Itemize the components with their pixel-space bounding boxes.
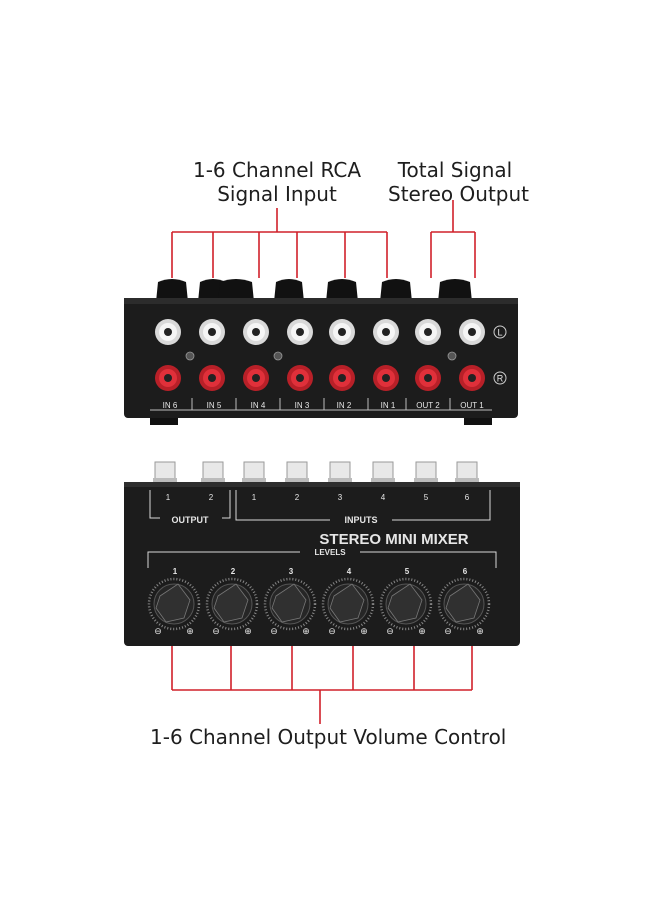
input-callout-line1: 1-6 Channel RCA — [192, 158, 362, 182]
knob-number-1: 1 — [173, 567, 178, 576]
input-number-3: 3 — [338, 493, 343, 502]
input-number-2: 2 — [295, 493, 300, 502]
input-number-5: 5 — [424, 493, 429, 502]
left-channel-mark: L — [497, 328, 502, 338]
volume-callout: 1-6 Channel Output Volume Control — [150, 725, 507, 749]
mixer-title: STEREO MINI MIXER — [319, 531, 468, 548]
front-panel-device: 1 2 1 2 3 4 5 6 OUTPUT INPUTS STEREO MIN… — [124, 461, 520, 646]
jack-label-in3: IN 3 — [295, 401, 310, 410]
right-channel-mark-icon — [493, 371, 507, 385]
white-jack-row — [155, 319, 485, 345]
input-callout: 1-6 Channel RCA Signal Input — [192, 158, 362, 206]
jack-label-out1: OUT 1 — [460, 401, 484, 410]
inputs-label: INPUTS — [344, 515, 377, 525]
left-channel-mark-icon — [493, 325, 507, 339]
minus-icon: ⊖ — [444, 626, 452, 636]
minus-icon: ⊖ — [270, 626, 278, 636]
knob-number-3: 3 — [289, 567, 294, 576]
screw-icons — [185, 351, 457, 361]
levels-label: LEVELS — [314, 548, 346, 557]
input-number-6: 6 — [465, 493, 470, 502]
plus-icon: ⊕ — [360, 626, 368, 636]
back-jack-labels: IN 6 IN 5 IN 4 IN 3 IN 2 IN 1 OUT 2 OUT … — [163, 401, 485, 410]
back-panel-separators — [150, 398, 492, 411]
level-knob-6[interactable] — [437, 577, 491, 631]
knob-number-5: 5 — [405, 567, 410, 576]
jack-label-in4: IN 4 — [251, 401, 266, 410]
minus-icon: ⊖ — [154, 626, 162, 636]
input-callout-line2: Signal Input — [217, 182, 337, 206]
back-panel-body — [124, 298, 518, 418]
level-knobs — [147, 577, 491, 631]
output-callout: Total Signal Stereo Output — [388, 158, 529, 206]
jack-label-in2: IN 2 — [337, 401, 352, 410]
volume-callout-bracket — [171, 646, 473, 724]
input-number-4: 4 — [381, 493, 386, 502]
jack-label-out2: OUT 2 — [416, 401, 440, 410]
output-label: OUTPUT — [172, 515, 210, 525]
input-callout-bracket — [171, 208, 388, 278]
input-number-1: 1 — [252, 493, 257, 502]
knob-number-4: 4 — [347, 567, 352, 576]
front-panel-brackets — [147, 490, 497, 568]
jack-label-in5: IN 5 — [207, 401, 222, 410]
jack-label-in6: IN 6 — [163, 401, 178, 410]
minus-icon: ⊖ — [386, 626, 394, 636]
jack-label-in1: IN 1 — [381, 401, 396, 410]
plus-icon: ⊕ — [244, 626, 252, 636]
level-knob-1[interactable] — [147, 577, 201, 631]
right-channel-mark: R — [497, 374, 504, 384]
red-jack-row — [155, 365, 485, 391]
knob-range-symbols: ⊖ ⊕ ⊖ ⊕ ⊖ ⊕ ⊖ ⊕ ⊖ ⊕ ⊖ ⊕ — [154, 626, 484, 636]
output-number-2: 2 — [209, 493, 214, 502]
level-knob-3[interactable] — [263, 577, 317, 631]
front-top-jacks — [153, 461, 479, 484]
output-callout-line2: Stereo Output — [388, 182, 529, 206]
plus-icon: ⊕ — [302, 626, 310, 636]
knob-numbers: 1 2 3 4 5 6 — [173, 567, 468, 576]
plus-icon: ⊕ — [418, 626, 426, 636]
output-callout-line1: Total Signal — [397, 158, 513, 182]
minus-icon: ⊖ — [328, 626, 336, 636]
front-jack-numbers: 1 2 1 2 3 4 5 6 — [166, 493, 470, 502]
knob-number-2: 2 — [231, 567, 236, 576]
plus-icon: ⊕ — [476, 626, 484, 636]
level-knob-2[interactable] — [205, 577, 259, 631]
level-knob-4[interactable] — [321, 577, 375, 631]
output-number-1: 1 — [166, 493, 171, 502]
top-jack-row — [156, 279, 472, 302]
back-panel-device: L R IN 6 IN 5 IN 4 IN 3 IN 2 IN 1 OUT 2 … — [124, 279, 518, 425]
knob-number-6: 6 — [463, 567, 468, 576]
level-knob-5[interactable] — [379, 577, 433, 631]
output-callout-bracket — [430, 200, 476, 278]
minus-icon: ⊖ — [212, 626, 220, 636]
plus-icon: ⊕ — [186, 626, 194, 636]
